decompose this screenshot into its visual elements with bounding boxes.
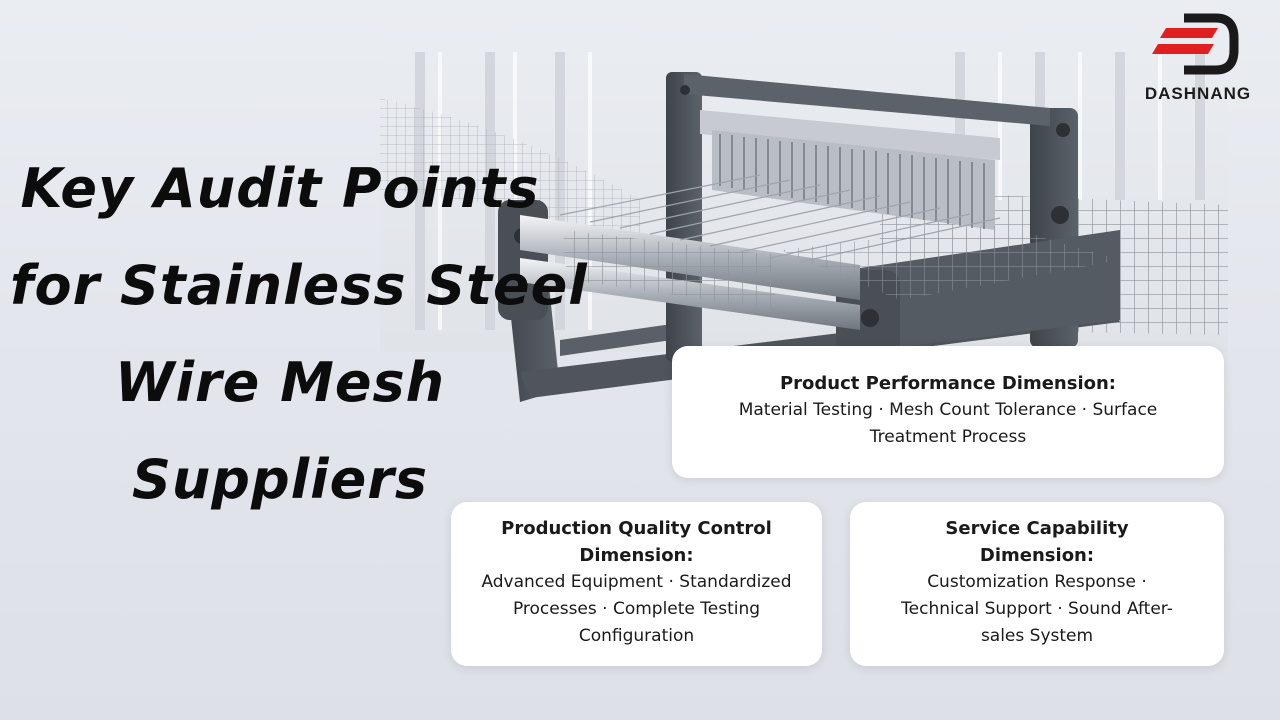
card-title: Product Performance Dimension: [779,373,1117,394]
card-title: Production Quality Control Dimension: [501,518,772,566]
headline: Key Audit Points for Stainless Steel Wir… [10,140,588,528]
headline-line-2: for Stainless Steel [10,254,588,317]
card-body: Material Testing · Mesh Count Tolerance … [738,400,1158,447]
card-title: Service Capability Dimension: [945,518,1129,566]
headline-line-1: Key Audit Points [20,157,540,220]
woven-mesh-roll [559,174,1120,310]
card-production-quality-control: Production Quality Control Dimension: Ad… [451,502,822,666]
card-product-performance: Product Performance Dimension: Material … [672,346,1224,478]
brand-name: DASHNANG [1144,84,1252,103]
headline-line-3: Wire Mesh [114,351,446,414]
headline-line-4: Suppliers [131,448,429,511]
dashnang-logo-icon [1152,13,1239,75]
card-service-capability: Service Capability Dimension: Customizat… [850,502,1224,666]
card-body: Advanced Equipment · Standardized Proces… [481,572,792,646]
card-body: Customization Response · Technical Suppo… [901,572,1173,646]
